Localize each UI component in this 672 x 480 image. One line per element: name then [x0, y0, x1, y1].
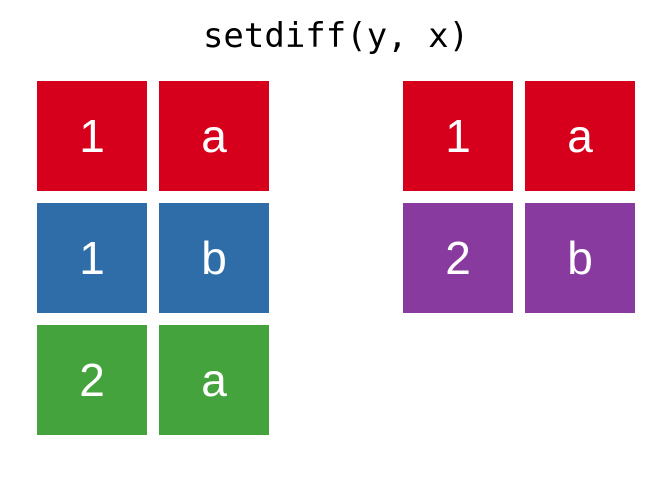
diagram-title: setdiff(y, x): [202, 16, 470, 56]
table-cell: 1: [37, 81, 147, 191]
table-cell: 2: [37, 325, 147, 435]
table-cell: 2: [403, 203, 513, 313]
table-cell: a: [525, 81, 635, 191]
table-cell: b: [525, 203, 635, 313]
table-cell: a: [159, 81, 269, 191]
table-cell: 1: [403, 81, 513, 191]
table-cell: b: [159, 203, 269, 313]
table-cell: a: [159, 325, 269, 435]
table-cell: 1: [37, 203, 147, 313]
